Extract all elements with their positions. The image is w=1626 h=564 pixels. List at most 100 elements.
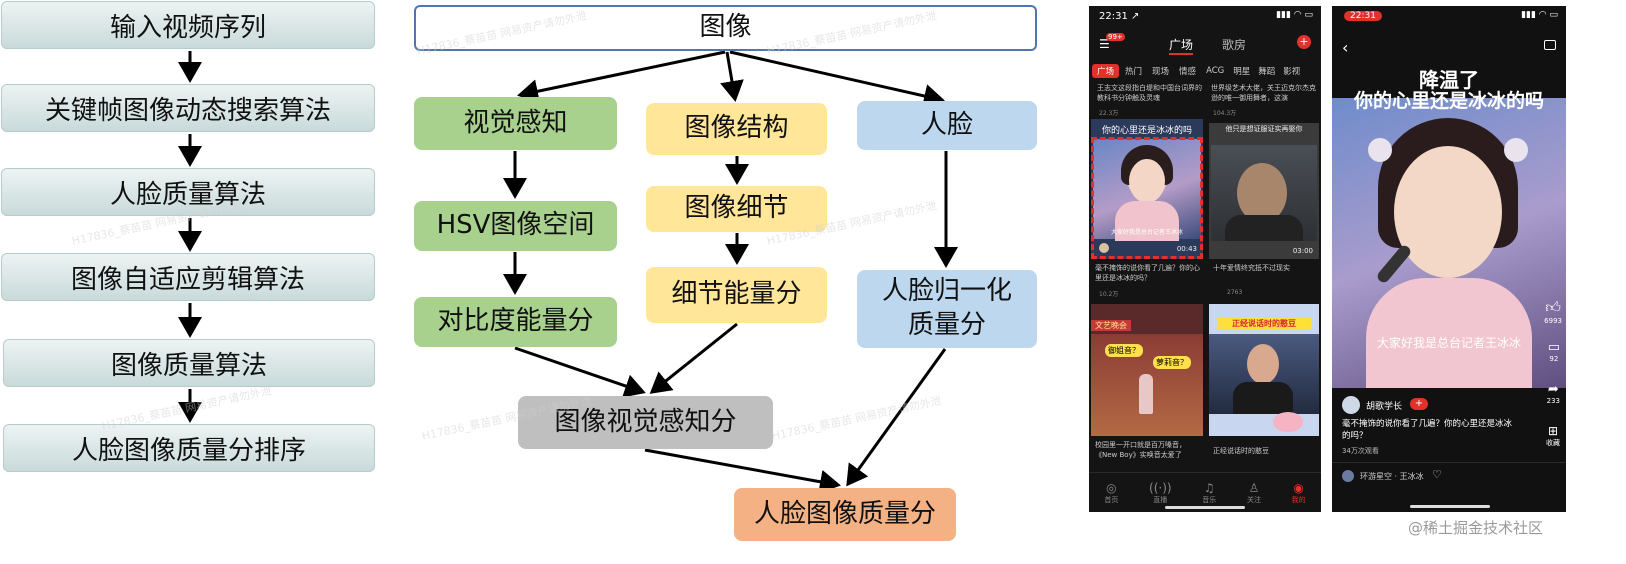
flow-step-2: 关键帧图像动态搜索算法: [1, 84, 375, 132]
tab-songroom[interactable]: 歌房: [1222, 38, 1247, 52]
card3-bubble-2: 萝莉音？: [1153, 356, 1191, 369]
category-item[interactable]: 热门: [1125, 67, 1143, 77]
share-icon: ➦: [1547, 382, 1559, 397]
live-icon: ((·)): [1149, 480, 1172, 495]
card4-title[interactable]: 正经说话时的憨豆: [1213, 447, 1269, 455]
nav-home[interactable]: ◎首页: [1104, 481, 1118, 505]
card1-thumbnail: 大家好我是总台记者王冰冰: [1093, 139, 1201, 241]
collect-button[interactable]: ⊞ 收藏: [1546, 424, 1560, 448]
microphone-shape: [1375, 243, 1413, 285]
video-card-4[interactable]: 正经说话时的憨豆: [1209, 304, 1319, 436]
share-button[interactable]: ➦ 233: [1547, 382, 1560, 405]
nav-live[interactable]: ((·))直播: [1149, 481, 1172, 505]
status-icons: ▮▮▮ ◠ ▭: [1276, 10, 1313, 20]
home-icon: ◎: [1106, 480, 1117, 495]
nav-mine[interactable]: ◉我的: [1292, 481, 1306, 505]
visual-score-node: 图像视觉感知分: [518, 396, 773, 449]
like-count: 6993: [1544, 317, 1562, 325]
nav-music[interactable]: ♫音乐: [1202, 481, 1216, 505]
flow-step-5: 图像质量算法: [3, 339, 375, 387]
comment-button[interactable]: ▭ 92: [1548, 340, 1560, 363]
arrow-energy-visualscore: [649, 322, 738, 394]
category-item[interactable]: 明星: [1233, 67, 1251, 77]
ornament-right: [1504, 138, 1528, 162]
card2-title[interactable]: 十年爱情终究抵不过现实: [1213, 264, 1290, 272]
nav-label: 我的: [1291, 495, 1306, 504]
flow-step-1: 输入视频序列: [1, 1, 375, 49]
card1-meta: 10.2万: [1099, 291, 1119, 298]
phone-screenshot-video: 22:31 ▮▮▮ ◠ ▭ ‹ 大家好我是总台记者王冰冰 降温了 你的心里还是冰…: [1332, 6, 1566, 512]
flow-step-3: 人脸质量算法: [1, 168, 375, 216]
pip-icon[interactable]: [1544, 40, 1556, 50]
face-norm-label: 人脸归一化 质量分: [881, 276, 1012, 340]
nav-follow[interactable]: ♙关注: [1247, 481, 1261, 505]
heart-icon[interactable]: ♡: [1432, 468, 1442, 481]
face-shape: [1394, 146, 1502, 278]
site-credit: @稀土掘金技术社区: [1408, 519, 1544, 537]
card1-title[interactable]: 毫不掩饰的说你看了几遍？你的心里还是冰冰的吗？: [1095, 264, 1200, 282]
back-icon[interactable]: ‹: [1342, 38, 1349, 57]
like-icon: 👍︎: [1545, 298, 1561, 316]
collect-icon: ⊞: [1547, 424, 1559, 438]
video-card-1[interactable]: 你的心里还是冰冰的吗 大家好我是总台记者王冰冰 00:43: [1091, 119, 1203, 259]
flow-step-6: 人脸图像质量分排序: [3, 424, 375, 472]
face-node: 人脸: [857, 101, 1037, 150]
category-item[interactable]: 情感: [1179, 67, 1197, 77]
detail-energy-node: 细节能量分: [646, 267, 827, 323]
author-avatar[interactable]: [1342, 396, 1360, 414]
card3-bubble-1: 御姐音？: [1105, 344, 1143, 357]
card2-duration: 03:00: [1292, 247, 1313, 255]
home-indicator: [1410, 505, 1490, 508]
follow-button[interactable]: +: [1410, 398, 1428, 410]
news-left[interactable]: 王志文这段指白堤和中国台词界的教科书分钟触及灵魂: [1097, 84, 1202, 102]
nav-label: 首页: [1104, 495, 1119, 504]
video-card-3[interactable]: 文艺晚会 御姐音？ 萝莉音？: [1091, 304, 1203, 436]
avatar: [1099, 243, 1109, 253]
body-shape: [1233, 382, 1293, 414]
bottom-nav: ◎首页 ((·))直播 ♫音乐 ♙关注 ◉我的: [1089, 472, 1321, 512]
card3-title[interactable]: 校园里一开口就是百万嗓音，《New Boy》实唤音太爱了: [1095, 441, 1186, 459]
final-node: 人脸图像质量分: [734, 488, 956, 541]
flower-decoration: [1273, 412, 1303, 432]
category-item[interactable]: 影视: [1283, 67, 1301, 77]
category-item[interactable]: ACG: [1206, 66, 1225, 76]
arrow-contrast-visualscore: [514, 346, 646, 398]
detail-node: 图像细节: [646, 186, 827, 232]
music-icon: [1342, 470, 1354, 482]
visual-node: 视觉感知: [414, 97, 617, 150]
video-card-2[interactable]: 他只是想证服证实再娶你 03:00: [1209, 123, 1319, 259]
card4-thumbnail: [1209, 334, 1319, 414]
add-icon[interactable]: +: [1297, 35, 1311, 49]
video-title-line-1: 降温了: [1419, 68, 1479, 92]
singer-shape: [1139, 374, 1153, 414]
news-right[interactable]: 世界级艺术大佬，关王迈克尔杰克逊的唯一御用舞者，这演: [1211, 84, 1316, 102]
body-shape: [1366, 278, 1532, 388]
video-subtitle: 大家好我是总台记者王冰冰: [1376, 336, 1521, 350]
collect-label: 收藏: [1546, 439, 1560, 447]
music-icon: ♫: [1203, 480, 1215, 495]
author-name[interactable]: 胡歌学长: [1366, 402, 1403, 412]
card2-caption: 他只是想证服证实再娶你: [1225, 125, 1303, 133]
comment-icon: ▭: [1547, 340, 1560, 355]
nav-label: 关注: [1246, 495, 1261, 504]
menu-icon[interactable]: ☰: [1099, 37, 1110, 51]
status-icons: ▮▮▮ ◠ ▭: [1521, 10, 1558, 20]
status-time: 22:31 ↗: [1099, 11, 1140, 22]
card4-banner: 正经说话时的憨豆: [1217, 318, 1311, 329]
comment-count: 92: [1549, 355, 1559, 363]
body-shape: [1225, 215, 1303, 241]
category-item[interactable]: 现场: [1152, 67, 1170, 77]
notification-badge: 99+: [1106, 33, 1125, 41]
hsv-node: HSV图像空间: [414, 201, 617, 251]
category-item[interactable]: 广场: [1092, 64, 1120, 78]
tab-plaza[interactable]: 广场: [1169, 36, 1194, 55]
music-label[interactable]: 环游星空 · 王冰冰: [1360, 472, 1424, 481]
divider: [1332, 462, 1566, 463]
video-frame[interactable]: 大家好我是总台记者王冰冰: [1332, 98, 1566, 388]
card3-banner: 文艺晚会: [1091, 320, 1131, 331]
category-item[interactable]: 舞蹈: [1258, 67, 1276, 77]
status-time: 22:31: [1344, 11, 1382, 21]
like-button[interactable]: 👍︎ 6993: [1544, 298, 1562, 325]
face-shape: [1237, 163, 1287, 223]
